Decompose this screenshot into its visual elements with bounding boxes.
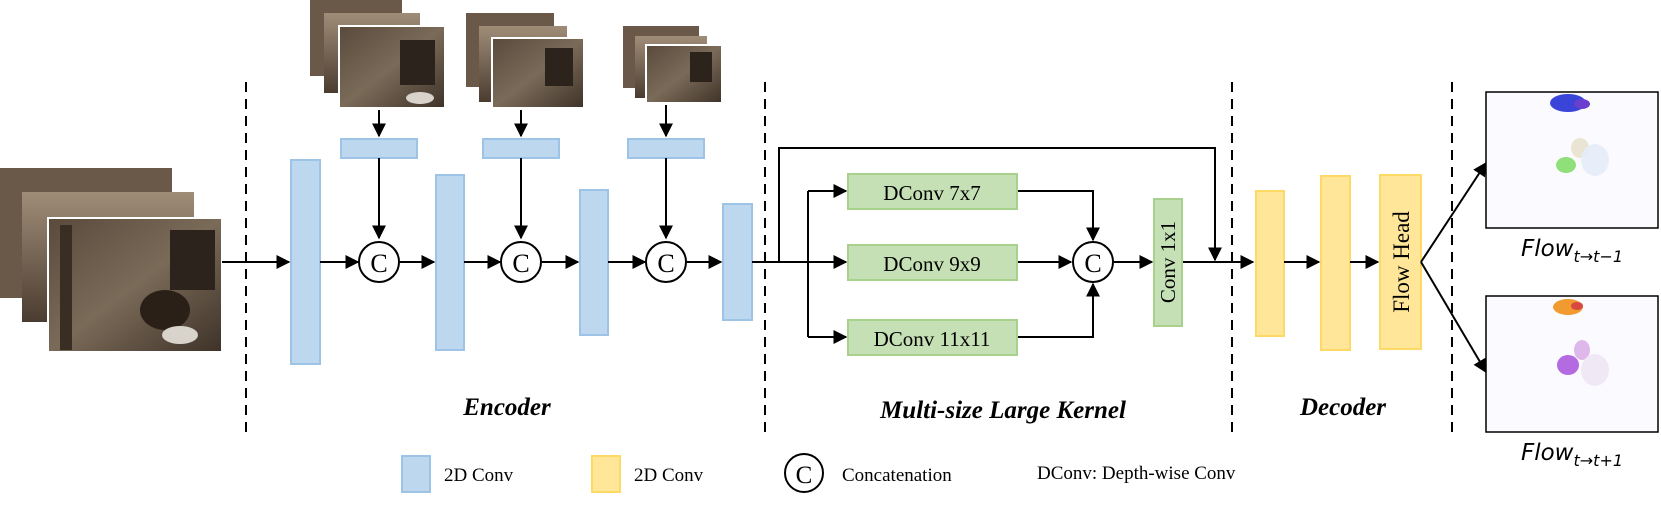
decoder-conv-2	[1320, 175, 1351, 351]
dconv-9x9-block: DConv 9x9	[847, 244, 1018, 281]
encoder-section-title: Encoder	[462, 394, 551, 421]
output-arrows	[1420, 161, 1487, 374]
concat-symbol: C	[657, 249, 674, 278]
mlk-concat-node: C	[1072, 241, 1114, 283]
decoder-conv-1	[1255, 190, 1285, 337]
mlk-section-title: Multi-size Large Kernel	[879, 397, 1126, 424]
legend: 2D Conv 2D Conv C Concatenation DConv: D…	[401, 453, 1236, 493]
flow-next-label: Flowt→t+1	[1521, 440, 1623, 470]
dconv-7x7-label: DConv 7x7	[883, 181, 980, 205]
dconv-11x11-label: DConv 11x11	[874, 327, 991, 351]
encoder-conv-2	[435, 174, 465, 351]
input-frames-stack	[0, 168, 223, 353]
thumbnail-arrows	[372, 105, 673, 138]
dconv-7x7-block: DConv 7x7	[847, 173, 1018, 210]
conv-1x1-block: Conv 1x1	[1153, 198, 1183, 327]
scale-conv-1	[340, 138, 418, 159]
scale-conv-3	[627, 138, 705, 159]
encoder-conv-1	[290, 159, 321, 365]
scale-frames-2	[466, 13, 585, 109]
scale-frames-3	[623, 26, 723, 104]
decoder-blocks	[1255, 175, 1351, 351]
scale-conv-2	[482, 138, 560, 159]
legend-blue-swatch	[401, 455, 431, 493]
section-dividers	[245, 82, 1453, 432]
legend-yellow-label: 2D Conv	[634, 465, 704, 486]
legend-concat-symbol	[784, 453, 824, 493]
legend-concat-label: Concatenation	[842, 465, 952, 486]
concat-symbol: C	[1084, 249, 1101, 278]
mlk-dconv-blocks: DConv 7x7 DConv 9x9 DConv 11x11	[847, 173, 1018, 356]
legend-concat-letter: C	[796, 462, 813, 489]
concat-symbol: C	[512, 249, 529, 278]
concat-node-3: C	[645, 241, 687, 283]
flow-head-block: Flow Head	[1379, 174, 1422, 350]
concat-node-1: C	[358, 241, 400, 283]
encoder-conv-3	[579, 189, 609, 336]
concat-symbol: C	[370, 249, 387, 278]
decoder-section-title: Decoder	[1299, 394, 1386, 421]
flow-output-prev: Flowt→t−1	[1485, 91, 1659, 266]
conv-1x1-label: Conv 1x1	[1156, 221, 1180, 303]
legend-blue-label: 2D Conv	[444, 465, 514, 486]
flow-head-label: Flow Head	[1389, 211, 1414, 313]
legend-yellow-swatch	[591, 455, 621, 493]
flow-output-next: Flowt→t+1	[1485, 295, 1659, 470]
concat-node-2: C	[500, 241, 542, 283]
dconv-9x9-label: DConv 9x9	[883, 252, 980, 276]
encoder-blocks	[290, 159, 753, 365]
mlk-connectors	[752, 147, 1255, 344]
legend-dconv-note: DConv: Depth-wise Conv	[1037, 463, 1236, 484]
flow-prev-label: Flowt→t−1	[1521, 236, 1623, 266]
dconv-11x11-block: DConv 11x11	[847, 319, 1018, 356]
encoder-concats: C C C	[358, 241, 687, 283]
encoder-conv-4	[722, 203, 753, 321]
scale-frames-1	[310, 0, 446, 109]
scale-conv-blocks	[340, 138, 705, 159]
